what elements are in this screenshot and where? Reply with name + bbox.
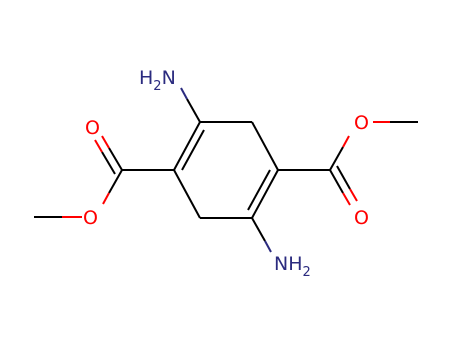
bond-carbonyl-right-double-a-hetero — [342, 192, 351, 206]
bond-ring-c6-c1-double-b — [181, 129, 205, 171]
bond-carbonyl-left-double-a — [108, 147, 123, 171]
bond-ring-c5-c6 — [173, 169, 201, 219]
atom-label-o-left-ester: O — [83, 207, 98, 229]
atom-label-o-left-carbonyl: O — [85, 117, 100, 139]
bond-carbonyl-left-double-b-hetero — [94, 139, 103, 153]
bond-carbonyl-right-double-b — [336, 165, 351, 190]
atom-label-o-right-ester: O — [354, 112, 369, 134]
bond-ring-c2-c3 — [251, 121, 279, 171]
bond-ring-c6-c1-double-a — [173, 121, 201, 171]
bond-carbonyl-right-double-b-hetero — [349, 188, 358, 202]
bond-carbonyl-left-ester-o-hetero — [102, 192, 110, 205]
bond-carbonyl-right-ester-o-hetero — [342, 135, 350, 148]
bond-c4-n-bottom — [251, 217, 266, 242]
atom-label-nh2-top: H2N — [139, 67, 176, 94]
bond-carbonyl-left-double-b — [101, 151, 116, 175]
bond-c4-n-bottom-hetero — [264, 240, 272, 253]
atom-label-o-right-carbonyl: O — [354, 207, 369, 229]
bond-carbonyl-right-ester-o — [329, 146, 344, 171]
bond-carbonyl-left-ester-o — [108, 169, 123, 194]
bond-ring-c3-c4-double-a — [251, 169, 279, 219]
bond-carbonyl-left-double-a-hetero — [101, 135, 110, 149]
atom-label-nh2-bottom: NH2 — [274, 253, 311, 280]
bond-ring-c3-c4-double-b — [247, 169, 271, 211]
bond-c1-n-top-hetero — [180, 87, 188, 100]
bond-carbonyl-right-double-a — [329, 169, 344, 194]
bond-c1-n-top — [186, 98, 201, 123]
